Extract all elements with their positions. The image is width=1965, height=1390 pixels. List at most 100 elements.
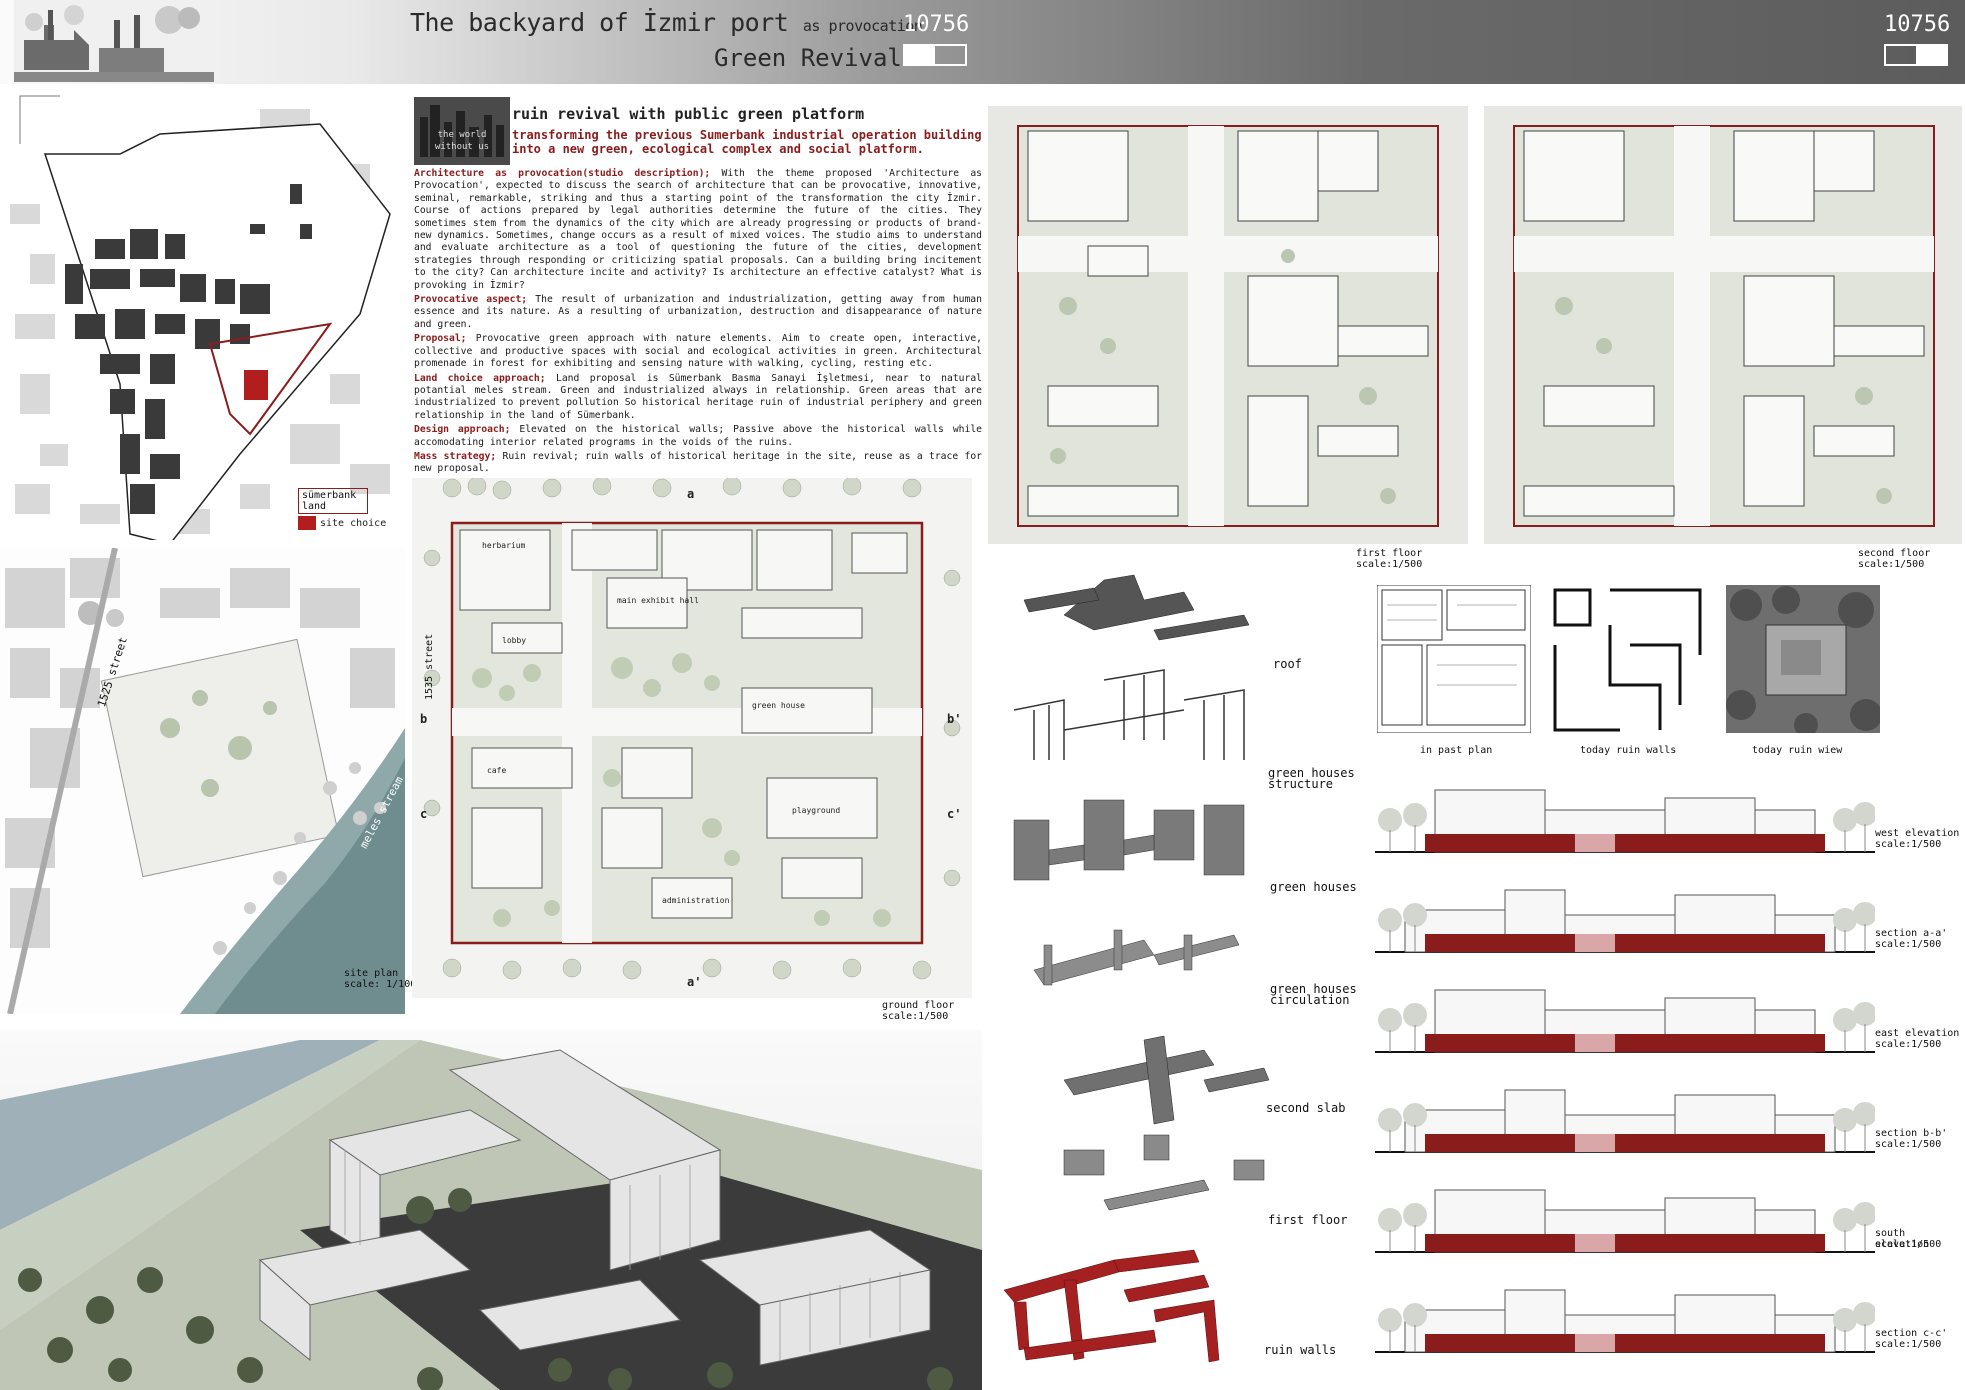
axo-label-ruin-walls: ruin walls	[1264, 1343, 1337, 1357]
label-mass: Mass strategy;	[414, 450, 497, 462]
paragraph-mass: Mass strategy; Ruin revival; ruin walls …	[414, 451, 982, 476]
site-plan-caption: site plan	[344, 968, 399, 979]
elevation-drawing-6	[1375, 1289, 1875, 1353]
description-block: Architecture as provocation(studio descr…	[414, 168, 982, 478]
elevation-label-6: section c-c'	[1875, 1328, 1948, 1339]
elevation-drawing-2	[1375, 889, 1875, 953]
label-aspect: Provocative aspect;	[414, 294, 528, 306]
second-floor-scale: scale:1/500	[1858, 559, 1925, 570]
elevation-scale-1: scale:1/500	[1875, 839, 1942, 850]
past-plan-image	[1377, 585, 1531, 733]
today-walls-image	[1550, 585, 1704, 733]
paragraph-proposal: Proposal; Provocative green approach wit…	[414, 333, 982, 370]
section-mark-c: c	[420, 807, 427, 821]
intro-heading: ruin revival with public green platform	[512, 105, 865, 123]
aerial-render	[0, 1030, 982, 1390]
room-label-exhibit: main exhibit hall	[617, 596, 699, 605]
elevation-label-4: section b-b'	[1875, 1128, 1948, 1139]
analysis-label-view: today ruin wiew	[1752, 745, 1843, 756]
today-ruin-view-image	[1726, 585, 1880, 733]
ground-floor-caption: ground floor	[882, 1000, 955, 1011]
ground-floor-scale: scale:1/500	[882, 1011, 949, 1022]
paragraph-provocation: Architecture as provocation(studio descr…	[414, 168, 982, 292]
project-code-right: 10756	[1884, 12, 1951, 37]
text-proposal: Provocative green approach with nature e…	[414, 333, 982, 370]
site-legend: sümerbank land site choice	[298, 488, 386, 530]
axo-label-greenhouses: green houses	[1270, 880, 1357, 894]
section-mark-a: a	[687, 487, 694, 501]
room-label-admin: administration	[662, 896, 730, 905]
axo-label-circulation: green houses circulation	[1270, 982, 1357, 1007]
axo-label-first-floor: first floor	[1268, 1213, 1348, 1227]
second-floor-plan	[1484, 106, 1962, 544]
first-floor-scale: scale:1/500	[1356, 559, 1423, 570]
header-bar	[0, 0, 1965, 84]
elevation-scale-5: scale:1/500	[1875, 1239, 1942, 1250]
room-label-lobby: lobby	[502, 636, 526, 645]
legend-row-land: sümerbank land	[298, 488, 386, 514]
room-label-playground: playground	[792, 806, 840, 815]
legend-site-swatch	[298, 516, 316, 530]
label-proposal: Proposal;	[414, 333, 467, 345]
axo-label-second-slab: second slab	[1266, 1101, 1346, 1115]
site-plan-scale: scale: 1/1000	[344, 979, 423, 990]
paragraph-land: Land choice approach; Land proposal is S…	[414, 373, 982, 423]
text-provocation: With the theme proposed 'Architecture as…	[414, 168, 982, 291]
section-mark-c2: c'	[947, 807, 961, 821]
elevation-label-1: west elevation	[1875, 828, 1960, 839]
first-floor-caption: first floor	[1356, 548, 1423, 559]
legend-row-site: site choice	[298, 516, 386, 530]
elevation-scale-6: scale:1/500	[1875, 1339, 1942, 1350]
room-label-greenhouse: green house	[752, 701, 805, 710]
elevation-scale-3: scale:1/500	[1875, 1039, 1942, 1050]
code-swatch-right	[1884, 44, 1948, 66]
context-map	[0, 84, 410, 540]
section-mark-a2: a'	[687, 975, 701, 989]
elevation-drawing-4	[1375, 1089, 1875, 1153]
room-label-cafe: cafe	[487, 766, 506, 775]
text-design: Elevated on the historical walls; Passiv…	[414, 424, 982, 448]
room-label-herbarium: herbarium	[482, 541, 526, 550]
label-design: Design approach;	[414, 424, 511, 436]
poster-subtitle: Green Revival	[714, 44, 902, 72]
text-land: Land proposal is Sümerbank Basma Sanayi …	[414, 372, 982, 421]
header-factory-sketch	[14, 0, 214, 82]
svg-text:without us: without us	[435, 142, 489, 152]
elevation-drawing-5	[1375, 1189, 1875, 1253]
paragraph-aspect: Provocative aspect; The result of urbani…	[414, 294, 982, 331]
elevation-drawing-1	[1375, 789, 1875, 853]
code-swatch-left	[903, 44, 967, 66]
section-mark-b2: b'	[947, 712, 961, 726]
paragraph-design: Design approach; Elevated on the histori…	[414, 424, 982, 449]
ground-floor-plan: herbarium main exhibit hall lobby cafe g…	[412, 478, 972, 998]
text-aspect: The result of urbanization and industria…	[414, 294, 982, 330]
label-land: Land choice approach;	[414, 372, 546, 384]
legend-land-label: sümerbank land	[298, 488, 368, 514]
site-plan	[0, 548, 405, 1014]
elevation-drawing-3	[1375, 989, 1875, 1053]
second-floor-caption: second floor	[1858, 548, 1931, 559]
axo-label-structure: green houses structure	[1268, 766, 1355, 791]
elevation-label-2: section a-a'	[1875, 928, 1948, 939]
axo-label-roof: roof	[1273, 657, 1302, 671]
street-1535-label: 1535 street	[424, 633, 435, 700]
poster-title: The backyard of İzmir port as provocatio…	[410, 8, 923, 37]
analysis-label-walls: today ruin walls	[1580, 745, 1677, 756]
elevation-label-5: south elevation	[1875, 1228, 1930, 1250]
label-provocation: Architecture as provocation(studio descr…	[414, 168, 711, 179]
svg-text:the world: the world	[438, 130, 487, 140]
elevation-scale-4: scale:1/500	[1875, 1139, 1942, 1150]
project-code-left: 10756	[903, 12, 970, 37]
elevation-label-3: east elevation	[1875, 1028, 1960, 1039]
section-mark-b: b	[420, 712, 427, 726]
logo-image: the world without us	[414, 97, 510, 165]
title-suffix: as provocation	[802, 17, 923, 35]
text-mass: Ruin revival; ruin walls of historical h…	[414, 450, 982, 475]
intro-subheading: transforming the previous Sumerbank indu…	[512, 128, 982, 156]
analysis-label-past: in past plan	[1420, 745, 1493, 756]
first-floor-plan	[988, 106, 1468, 544]
legend-site-label: site choice	[320, 517, 387, 529]
elevation-scale-2: scale:1/500	[1875, 939, 1942, 950]
exploded-axonometric	[1004, 574, 1270, 1363]
